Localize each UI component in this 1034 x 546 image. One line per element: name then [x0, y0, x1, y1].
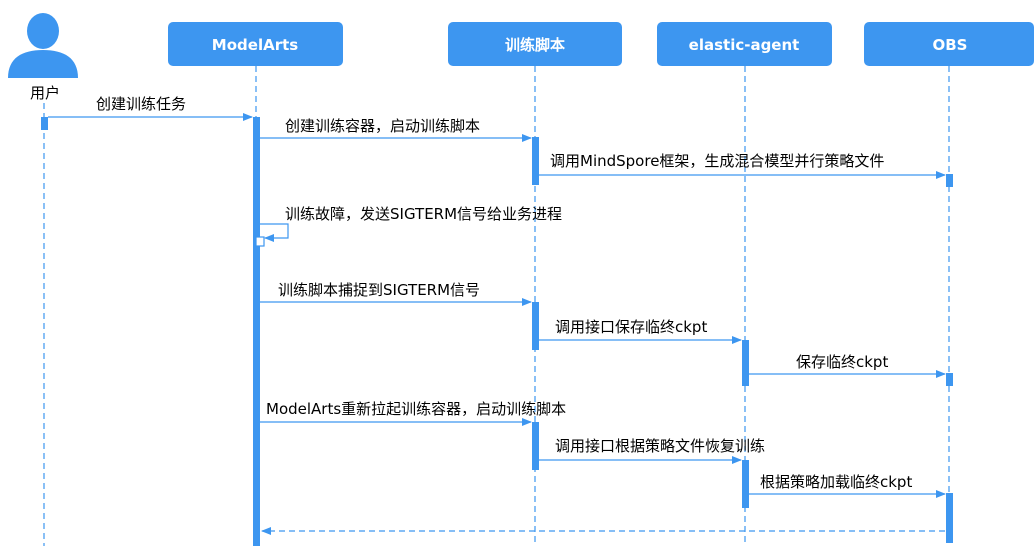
obs-activation-2: [946, 373, 953, 386]
message-create-task: 创建训练任务: [48, 95, 253, 121]
script-activation-1: [532, 137, 539, 185]
message-label: 调用接口根据策略文件恢复训练: [555, 437, 765, 455]
user-activation: [41, 117, 48, 130]
participant-agent: elastic-agent: [657, 22, 832, 66]
modelarts-activation: [253, 117, 260, 546]
user-icon: [8, 13, 78, 78]
message-start-script: 创建训练容器，启动训练脚本: [260, 117, 532, 142]
participant-label: ModelArts: [212, 36, 298, 54]
message-fault-sigterm: 训练故障，发送SIGTERM信号给业务进程: [260, 205, 562, 242]
modelarts-self-activation: [255, 236, 265, 247]
message-label: 训练故障，发送SIGTERM信号给业务进程: [285, 205, 562, 223]
agent-activation-2: [742, 460, 749, 508]
message-label: 创建训练任务: [96, 95, 186, 113]
message-self-arrow: [260, 223, 289, 242]
message-label: 调用接口保存临终ckpt: [555, 318, 707, 336]
participant-modelarts: ModelArts: [168, 22, 343, 66]
agent-activation-1: [742, 340, 749, 386]
message-label: ModelArts重新拉起训练容器，启动训练脚本: [266, 400, 566, 418]
message-label: 创建训练容器，启动训练脚本: [285, 117, 480, 135]
script-activation-2: [532, 302, 539, 350]
obs-activation-1: [946, 174, 953, 187]
message-label: 根据策略加载临终ckpt: [760, 473, 912, 491]
participant-script: 训练脚本: [448, 22, 622, 66]
user-actor: 用户: [8, 13, 78, 102]
message-save-ckpt-call: 调用接口保存临终ckpt: [539, 318, 742, 344]
participant-obs: OBS: [864, 22, 1034, 66]
participant-label: elastic-agent: [689, 36, 800, 54]
message-catch-sigterm: 训练脚本捕捉到SIGTERM信号: [260, 281, 532, 306]
message-load-ckpt: 根据策略加载临终ckpt: [749, 473, 946, 498]
message-restart-container: ModelArts重新拉起训练容器，启动训练脚本: [260, 400, 566, 426]
obs-activation-3: [946, 493, 953, 543]
script-activation-3: [532, 422, 539, 470]
message-generate-strategy: 调用MindSpore框架，生成混合模型并行策略文件: [539, 152, 946, 179]
user-label: 用户: [30, 84, 60, 102]
message-label: 训练脚本捕捉到SIGTERM信号: [278, 281, 480, 299]
message-label: 保存临终ckpt: [796, 353, 888, 371]
message-label: 调用MindSpore框架，生成混合模型并行策略文件: [550, 152, 884, 170]
message-restore-training: 调用接口根据策略文件恢复训练: [539, 437, 765, 464]
message-save-ckpt: 保存临终ckpt: [749, 353, 946, 378]
participant-label: 训练脚本: [505, 36, 565, 54]
participant-label: OBS: [933, 36, 968, 54]
